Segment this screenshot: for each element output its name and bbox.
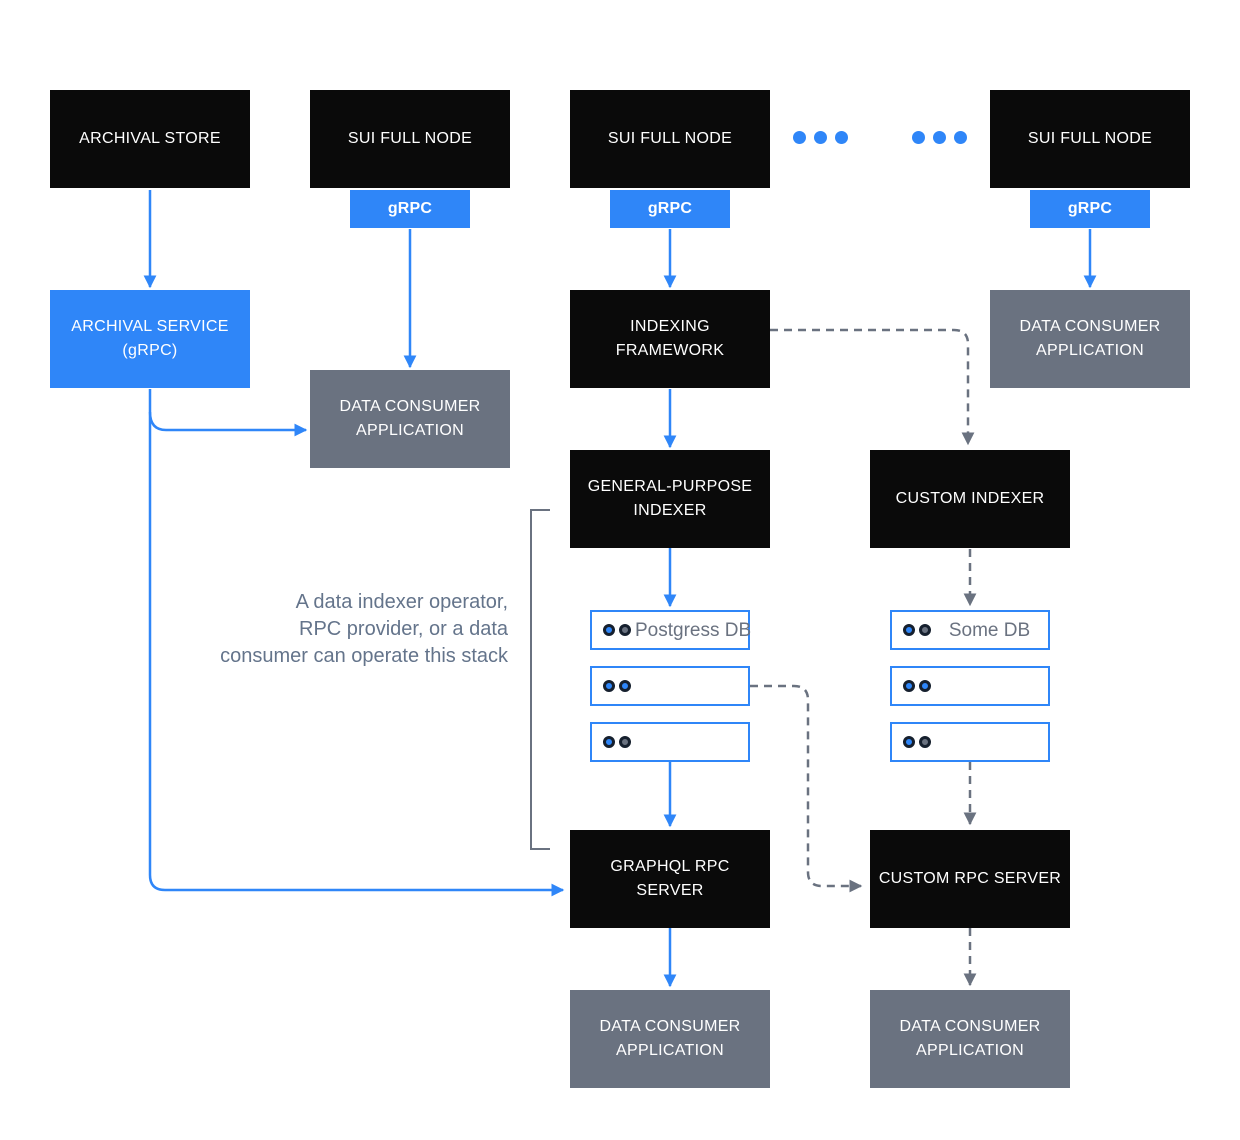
node-label: CUSTOM RPC SERVER: [878, 870, 1062, 887]
node-data-consumer-app-top-right: DATA CONSUMER APPLICATION: [990, 290, 1190, 388]
node-data-consumer-app-bottom-right: DATA CONSUMER APPLICATION: [870, 990, 1070, 1088]
node-sui-full-node-2: SUI FULL NODE: [570, 90, 770, 188]
arrow-archival-service-to-graphql-rpc-server: [148, 389, 565, 897]
node-data-consumer-app-bottom-left: DATA CONSUMER APPLICATION: [570, 990, 770, 1088]
ellipsis-dot: [793, 131, 806, 144]
node-label: GENERAL-PURPOSE INDEXER: [587, 478, 753, 519]
node-label: DATA CONSUMER APPLICATION: [899, 1018, 1041, 1059]
db-row-right-2: [890, 666, 1050, 706]
node-label: ARCHIVAL SERVICE (gRPC): [71, 318, 229, 359]
grpc-label: gRPC: [387, 200, 433, 217]
db-row-right-3: [890, 722, 1050, 762]
db-dot: [603, 680, 615, 692]
ellipsis-dot: [933, 131, 946, 144]
db-dot: [903, 680, 915, 692]
db-dot: [903, 736, 915, 748]
db-row-some-db: Some DB: [890, 610, 1050, 650]
node-label: SUI FULL NODE: [1027, 130, 1153, 147]
grpc-tag-1: gRPC: [350, 190, 470, 228]
node-label: CUSTOM INDEXER: [895, 490, 1045, 507]
node-custom-rpc-server: CUSTOM RPC SERVER: [870, 830, 1070, 928]
db-dot: [919, 736, 931, 748]
db-label: Some DB: [948, 619, 1031, 641]
db-dot: [903, 624, 915, 636]
node-general-purpose-indexer: GENERAL-PURPOSE INDEXER: [570, 450, 770, 548]
node-custom-indexer: CUSTOM INDEXER: [870, 450, 1070, 548]
node-label: DATA CONSUMER APPLICATION: [599, 1018, 741, 1059]
ellipsis-dots-right: [912, 131, 967, 144]
node-indexing-framework: INDEXING FRAMEWORK: [570, 290, 770, 388]
node-archival-store: ARCHIVAL STORE: [50, 90, 250, 188]
db-dot: [919, 680, 931, 692]
node-label: ARCHIVAL STORE: [79, 130, 221, 147]
node-label: SUI FULL NODE: [347, 130, 473, 147]
db-row-left-2: [590, 666, 750, 706]
db-dot: [619, 736, 631, 748]
db-dot: [919, 624, 931, 636]
arrow-archival-service-to-data-consumer-app: [148, 411, 308, 437]
node-sui-full-node-1: SUI FULL NODE: [310, 90, 510, 188]
dashed-arrow-db-to-custom-rpc-server: [750, 684, 863, 893]
grpc-tag-3: gRPC: [1030, 190, 1150, 228]
node-label: INDEXING FRAMEWORK: [615, 318, 725, 359]
grpc-tag-2: gRPC: [610, 190, 730, 228]
db-row-left-3: [590, 722, 750, 762]
note-line: consumer can operate this stack: [220, 645, 508, 667]
note-line: RPC provider, or a data: [299, 618, 508, 640]
node-sui-full-node-3: SUI FULL NODE: [990, 90, 1190, 188]
node-label: DATA CONSUMER APPLICATION: [1019, 318, 1161, 359]
stack-bracket: [530, 509, 550, 850]
node-archival-service: ARCHIVAL SERVICE (gRPC): [50, 290, 250, 388]
node-label: GRAPHQL RPC SERVER: [610, 858, 730, 899]
ellipsis-dot: [912, 131, 925, 144]
db-dot: [619, 624, 631, 636]
note-text: A data indexer operator, RPC provider, o…: [60, 589, 508, 670]
node-label: DATA CONSUMER APPLICATION: [339, 398, 481, 439]
ellipsis-dot: [954, 131, 967, 144]
ellipsis-dots-left: [793, 131, 848, 144]
node-data-consumer-app-mid-left: DATA CONSUMER APPLICATION: [310, 370, 510, 468]
dashed-arrow-indexing-framework-to-custom-indexer: [770, 328, 975, 446]
db-dot: [603, 736, 615, 748]
ellipsis-dot: [814, 131, 827, 144]
db-dot: [603, 624, 615, 636]
grpc-label: gRPC: [1067, 200, 1113, 217]
node-graphql-rpc-server: GRAPHQL RPC SERVER: [570, 830, 770, 928]
grpc-label: gRPC: [647, 200, 693, 217]
db-dot: [619, 680, 631, 692]
ellipsis-dot: [835, 131, 848, 144]
node-label: SUI FULL NODE: [607, 130, 733, 147]
db-label: Postgress DB: [635, 619, 752, 641]
db-row-postgress: Postgress DB: [590, 610, 751, 650]
note-line: A data indexer operator,: [295, 591, 508, 613]
